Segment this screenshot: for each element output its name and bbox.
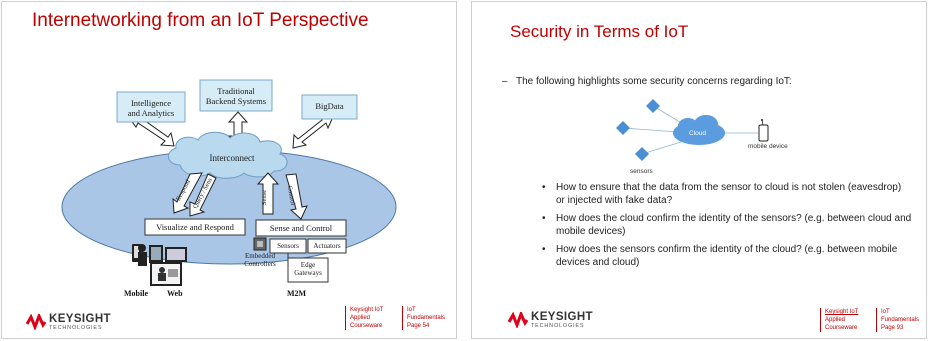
bigdata-label: BigData bbox=[315, 101, 344, 111]
edge-gateways-label: Edge Gateways bbox=[294, 261, 322, 278]
sensor-diamond-top bbox=[646, 99, 660, 113]
list-item: •How does the cloud confirm the identity… bbox=[542, 213, 912, 237]
arrow-sense bbox=[256, 172, 280, 215]
keysight-logo-icon bbox=[508, 312, 528, 328]
cloud-shape bbox=[673, 115, 725, 145]
web-screen-icon bbox=[150, 262, 182, 286]
mobile-label: Mobile bbox=[124, 289, 148, 298]
logo-brand: KEYSIGHT bbox=[49, 313, 111, 325]
traditional-backend-label: Traditional Backend Systems bbox=[205, 86, 267, 107]
intro-text: – The following highlights some security… bbox=[502, 76, 792, 87]
sensor-diamond-bottom bbox=[635, 147, 649, 161]
sense-arrow-label: Sense bbox=[261, 189, 269, 206]
intelligence-analytics-label: Intelligence and Analytics bbox=[127, 98, 175, 119]
list-item: •How to ensure that the data from the se… bbox=[542, 182, 902, 206]
embedded-controllers-label: Embedded Controllers bbox=[244, 252, 276, 269]
keysight-logo-icon bbox=[26, 314, 46, 330]
arrow-control bbox=[285, 173, 308, 220]
traditional-backend-box bbox=[199, 79, 273, 112]
web-label: Web bbox=[167, 289, 183, 298]
interconnect-cloud bbox=[168, 131, 288, 179]
security-concerns-list: •How to ensure that the data from the se… bbox=[542, 182, 912, 275]
sensors-label: sensors bbox=[630, 168, 653, 175]
arrow-bigdata-interconnect bbox=[292, 114, 333, 149]
slide-internetworking: Internetworking from an IoT Perspective bbox=[1, 1, 457, 339]
arrow-query bbox=[189, 173, 217, 217]
iot-architecture-diagram bbox=[61, 79, 397, 286]
slide-security: Security in Terms of IoT – The following… bbox=[471, 1, 927, 339]
actuators-label: Actuators bbox=[313, 242, 341, 250]
interconnect-label: Interconnect bbox=[209, 153, 255, 163]
slide-title: Internetworking from an IoT Perspective bbox=[32, 10, 369, 31]
sensors-label: Sensors bbox=[277, 242, 299, 250]
logo-brand: KEYSIGHT bbox=[531, 311, 593, 323]
logo-sub: TECHNOLOGIES bbox=[531, 323, 585, 329]
intro-dash: – bbox=[502, 76, 508, 87]
sense-control-box bbox=[255, 219, 347, 237]
tablet-icon bbox=[149, 245, 163, 263]
mobile-device-icon bbox=[758, 119, 769, 142]
cloud-label: Cloud bbox=[689, 130, 706, 137]
arrow-respond bbox=[172, 172, 203, 214]
footer-courseware: Keysight IoT Applied Courseware bbox=[345, 306, 383, 330]
mobile-device-icon bbox=[132, 244, 147, 266]
logo-sub: TECHNOLOGIES bbox=[49, 325, 103, 331]
visualize-respond-label: Visualize and Respond bbox=[156, 222, 234, 232]
sensor-diamond-left bbox=[616, 121, 630, 135]
footer-page: IoT Fundamentals Page 93 bbox=[876, 308, 919, 332]
visualize-respond-box bbox=[144, 218, 246, 236]
intelligence-analytics-box bbox=[116, 91, 186, 123]
list-item: •How does the sensors confirm the identi… bbox=[542, 244, 898, 268]
mobile-device-label: mobile device bbox=[748, 143, 788, 150]
actuators-box bbox=[307, 238, 347, 254]
slide-title: Security in Terms of IoT bbox=[510, 22, 689, 41]
footer-courseware: Keysight IoT Applied Courseware bbox=[820, 308, 858, 332]
footer-page: IoT Fundamentals Page 54 bbox=[402, 306, 445, 330]
m2m-label: M2M bbox=[287, 289, 307, 298]
edge-gateways-box bbox=[287, 257, 329, 283]
embedded-controller-icon bbox=[253, 237, 267, 251]
bigdata-box bbox=[301, 94, 358, 120]
security-network-diagram bbox=[616, 99, 769, 161]
sense-control-label: Sense and Control bbox=[269, 223, 333, 233]
